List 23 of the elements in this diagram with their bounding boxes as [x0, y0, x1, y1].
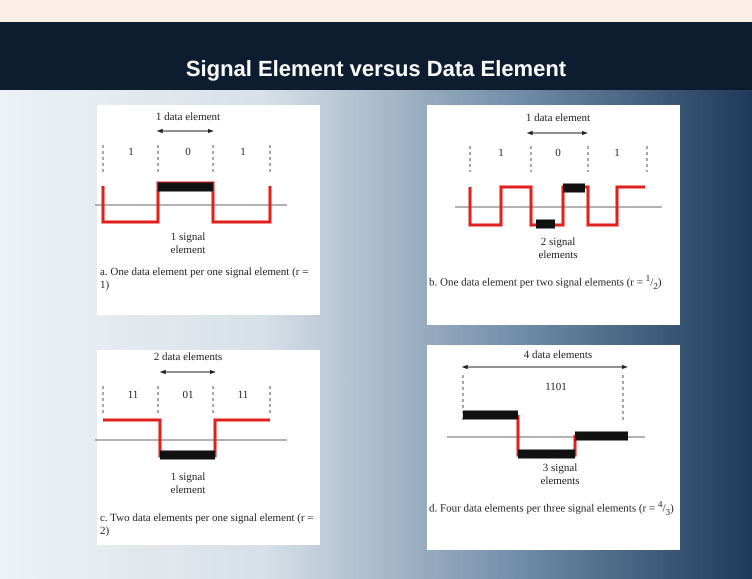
signal-label: 3 signal elements — [539, 462, 581, 488]
signal-label: 2 signal elements — [537, 236, 579, 262]
bit-label: 1101 — [544, 381, 568, 394]
bit-label: 1 — [497, 147, 505, 160]
bit-label: 0 — [554, 147, 562, 160]
figure-caption: a. One data element per one signal element (r = 1) — [100, 266, 310, 292]
figure-caption: c. Two data elements per one signal element (r = 2) — [100, 512, 315, 538]
dimension-label: 4 data elements — [522, 349, 594, 362]
bit-label: 11 — [126, 389, 140, 402]
signal-label: 1 signal element — [170, 231, 206, 258]
dimension-label: 1 data element — [154, 111, 222, 124]
bit-label: 1 — [239, 146, 247, 160]
signal-label: 1 signal element — [170, 471, 206, 498]
bit-label: 1 — [613, 147, 621, 160]
figure-caption: d. Four data elements per three signal elements (r = $^{4}$/$_{3}$) — [429, 499, 675, 518]
dimension-label: 1 data element — [524, 112, 592, 126]
dimension-label: 2 data elements — [152, 351, 224, 364]
bit-label: 1 — [127, 146, 135, 160]
slide-title: Signal Element versus Data Element — [184, 56, 568, 82]
figure-caption: b. One data element per two signal elements (r = $^{1}$/$_{2}$) — [429, 273, 663, 292]
bit-label: 11 — [236, 389, 250, 402]
bit-label: 0 — [184, 146, 192, 160]
bit-label: 01 — [182, 389, 194, 402]
